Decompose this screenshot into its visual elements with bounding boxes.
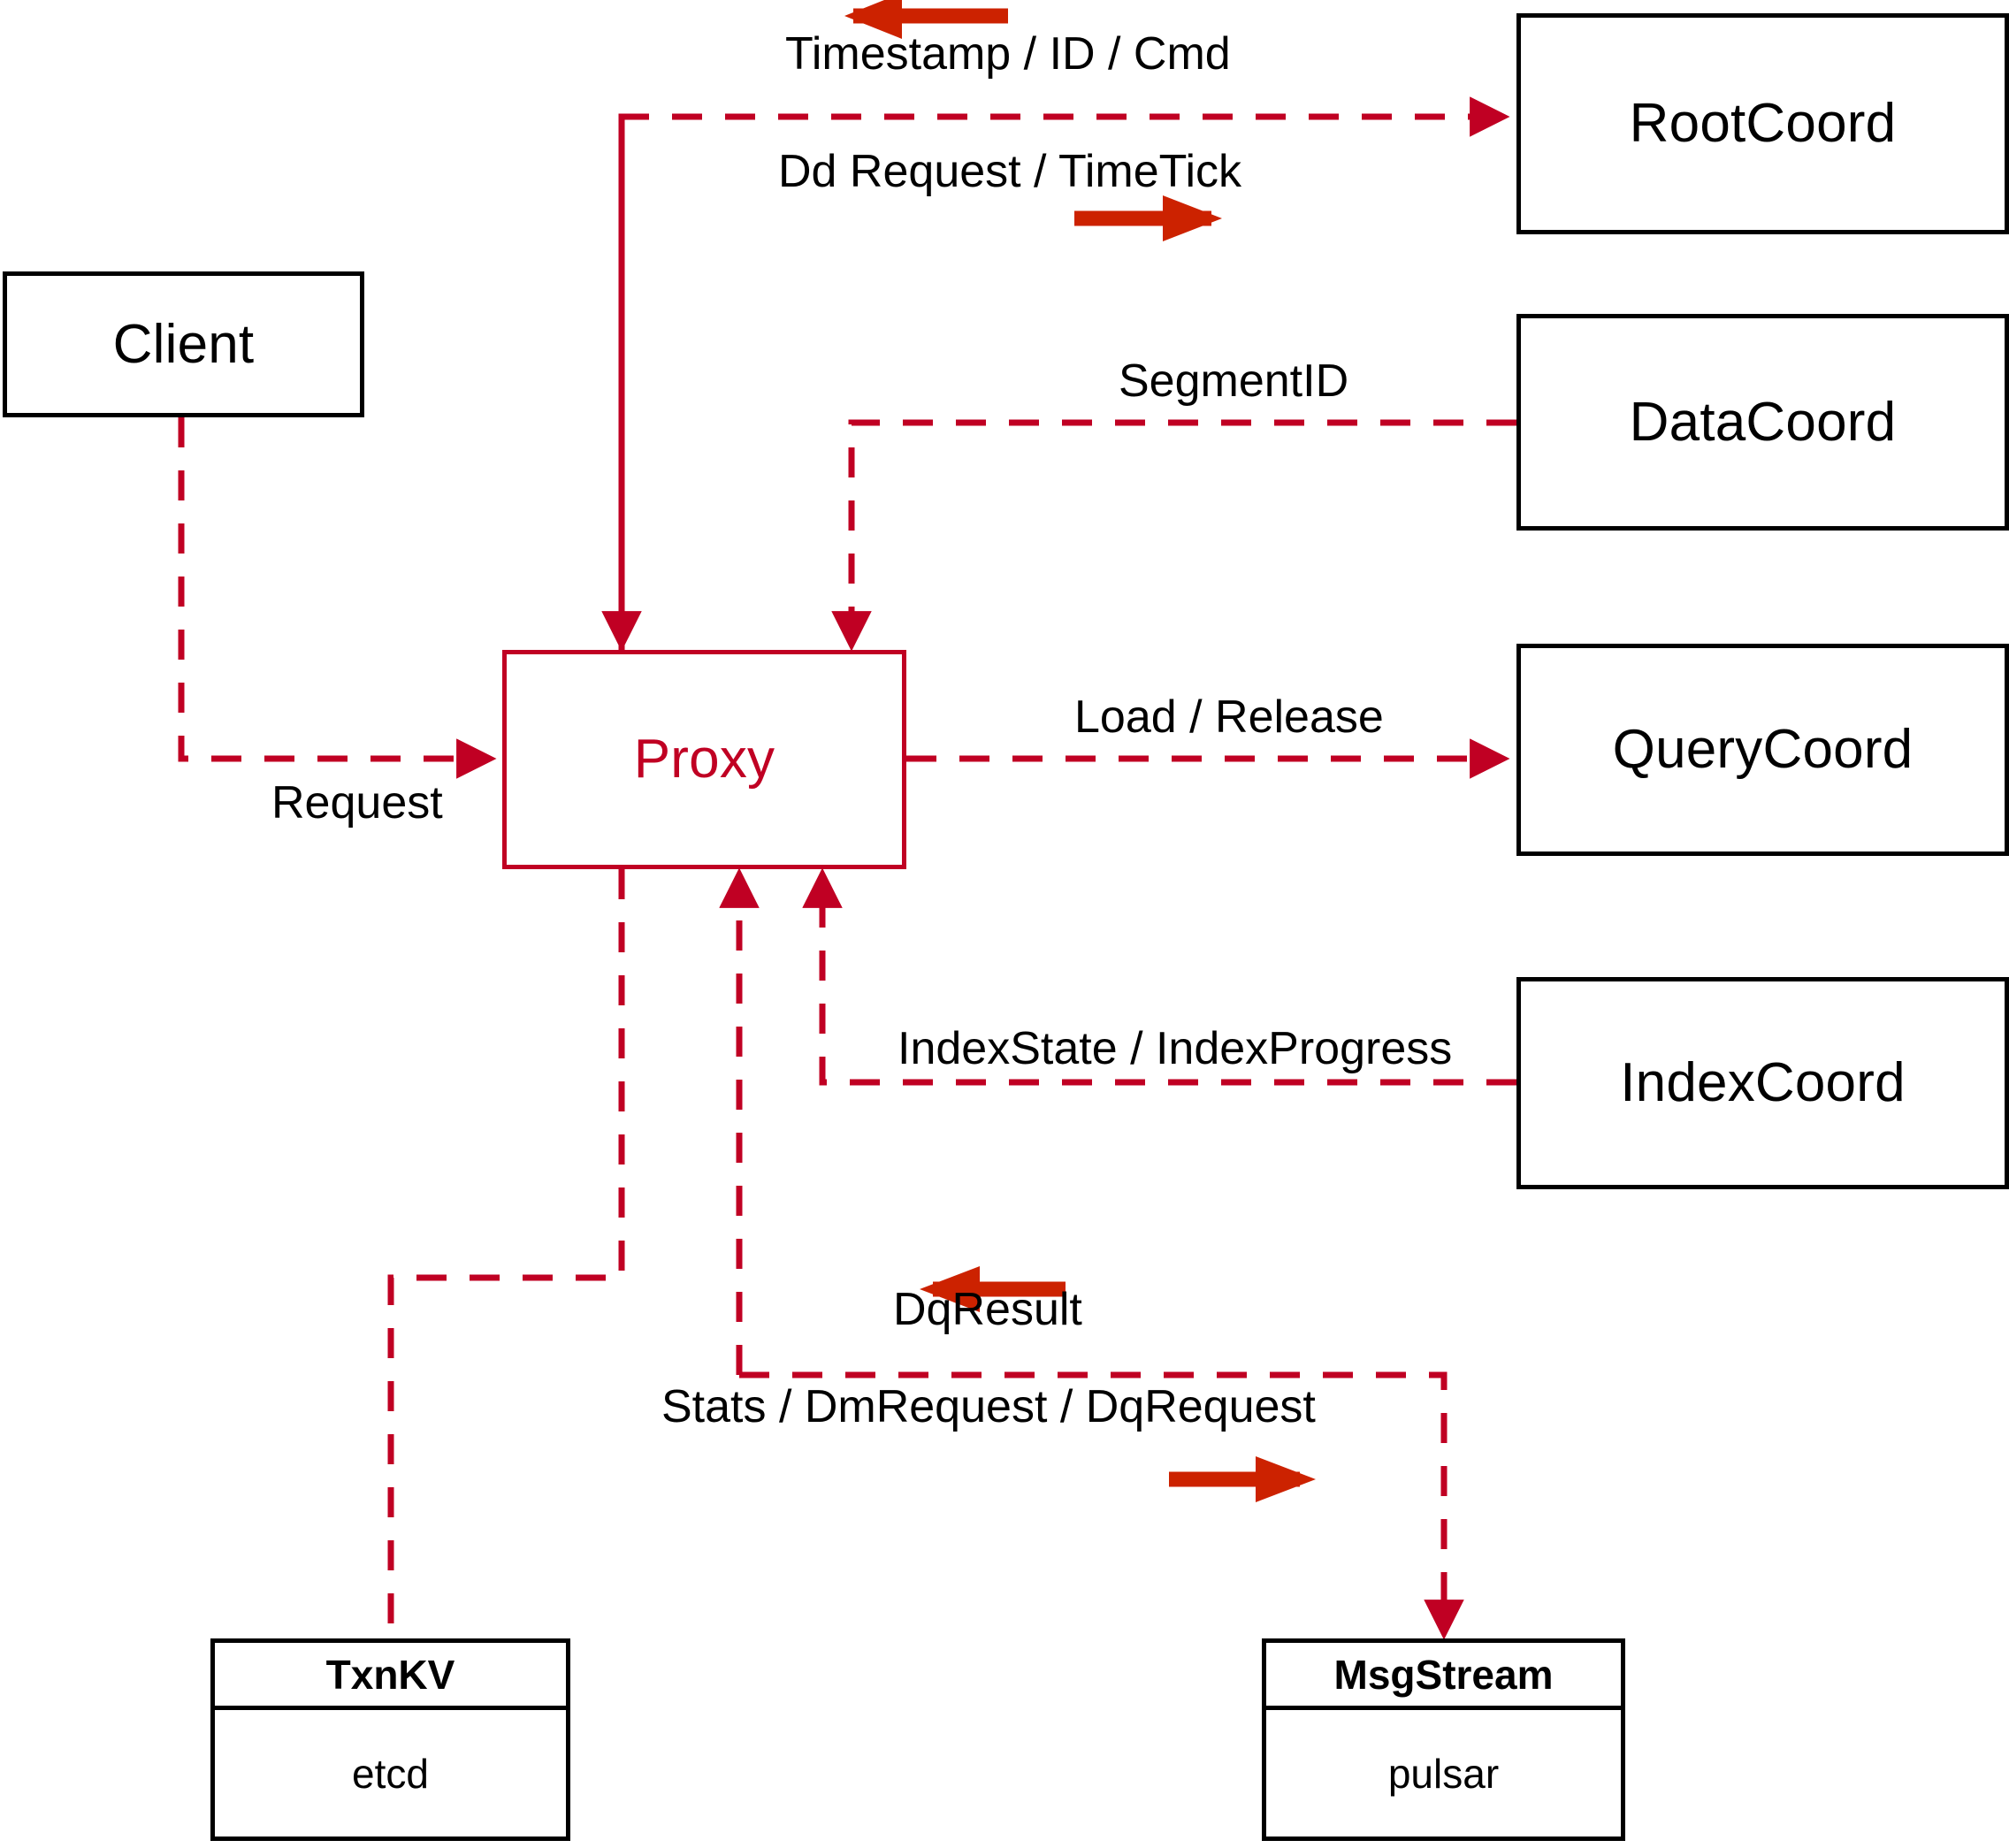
node-txnkv-body: etcd [215, 1710, 566, 1837]
node-querycoord[interactable]: QueryCoord [1516, 644, 2009, 856]
node-indexcoord-label: IndexCoord [1620, 1052, 1906, 1113]
node-datacoord[interactable]: DataCoord [1516, 314, 2009, 531]
node-msgstream-header: MsgStream [1266, 1643, 1621, 1710]
timestamp-direction-arrow [844, 0, 1008, 39]
node-txnkv-header: TxnKV [215, 1643, 566, 1710]
edge-datacoord-to-proxy [831, 419, 1516, 652]
edge-label-stats-dm-dq: Stats / DmRequest / DqRequest [661, 1381, 1316, 1432]
edge-client-to-proxy [178, 417, 497, 779]
node-datacoord-label: DataCoord [1629, 391, 1897, 453]
edge-label-request: Request [271, 777, 443, 829]
node-rootcoord[interactable]: RootCoord [1516, 13, 2009, 234]
node-indexcoord[interactable]: IndexCoord [1516, 977, 2009, 1189]
node-querycoord-label: QueryCoord [1612, 719, 1914, 780]
node-txnkv-body-label: etcd [352, 1750, 429, 1797]
node-msgstream-body-label: pulsar [1387, 1750, 1500, 1797]
node-txnkv[interactable]: TxnKV etcd [210, 1638, 570, 1841]
node-proxy-label: Proxy [633, 729, 775, 790]
node-msgstream[interactable]: MsgStream pulsar [1262, 1638, 1625, 1841]
edge-proxy-to-msgstream [739, 1371, 1464, 1640]
node-rootcoord-label: RootCoord [1629, 93, 1897, 154]
edge-label-load-release: Load / Release [1074, 691, 1384, 743]
node-msgstream-body: pulsar [1266, 1710, 1621, 1837]
ddrequest-direction-arrow [1074, 195, 1222, 241]
node-proxy[interactable]: Proxy [502, 650, 906, 869]
edge-label-segmentid: SegmentID [1119, 355, 1349, 407]
node-client-label: Client [112, 313, 255, 375]
edge-label-dq-result: DqResult [893, 1284, 1082, 1335]
edge-label-index-state: IndexState / IndexProgress [898, 1023, 1453, 1074]
node-client[interactable]: Client [3, 271, 364, 417]
edge-proxy-to-txnkv [387, 869, 625, 1638]
edge-indexcoord-to-proxy [802, 867, 1516, 1086]
dmrequest-direction-arrow [1169, 1456, 1316, 1502]
edge-label-dd-request: Dd Request / TimeTick [778, 146, 1242, 197]
node-txnkv-header-label: TxnKV [325, 1651, 455, 1698]
edge-label-timestamp-id-cmd: Timestamp / ID / Cmd [785, 28, 1231, 80]
node-msgstream-header-label: MsgStream [1333, 1651, 1554, 1698]
dqresult-direction-arrow [920, 1266, 1066, 1312]
